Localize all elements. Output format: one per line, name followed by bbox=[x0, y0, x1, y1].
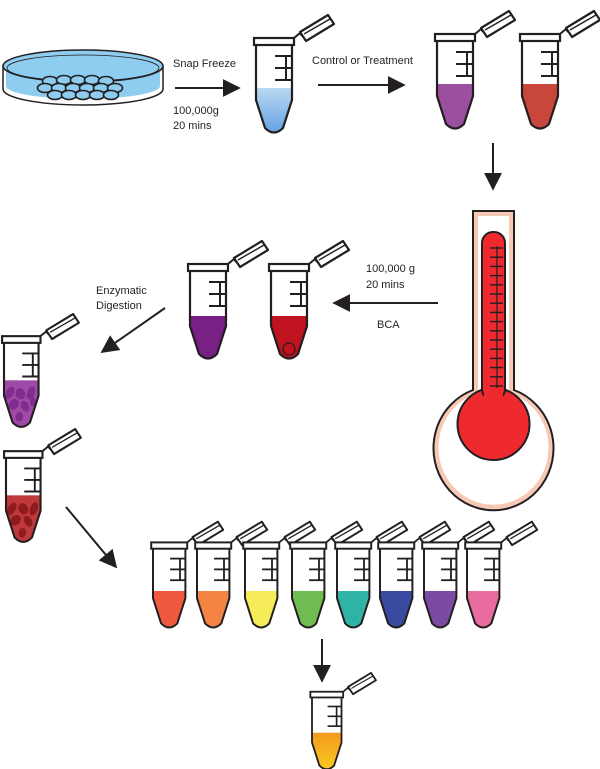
fraction-tube-6-body bbox=[379, 545, 414, 629]
fraction-tube-4-body bbox=[291, 545, 326, 629]
digest-purple-tube-fragment-0 bbox=[5, 386, 15, 399]
control-pellet-tube-body bbox=[188, 266, 228, 360]
control-pellet-tube-rim bbox=[186, 262, 230, 273]
digest-red-tube-fragment-1 bbox=[18, 503, 29, 515]
fraction-tube-3-body bbox=[244, 545, 279, 629]
final-pooled-tube bbox=[309, 671, 377, 769]
control-pellet-tube bbox=[186, 239, 270, 360]
fraction-tube-7-rim bbox=[421, 541, 460, 550]
fraction-tube-6 bbox=[377, 520, 452, 629]
fraction-tube-2-rim bbox=[194, 541, 233, 550]
fraction-tube-5 bbox=[334, 520, 409, 629]
digest-red-tube-fragment-2 bbox=[29, 502, 39, 516]
fraction-tube-1-liquid bbox=[153, 591, 186, 628]
digest-red-tube-body bbox=[4, 453, 42, 543]
digest-red-tube-fragment-0 bbox=[7, 502, 17, 515]
control-tube-liquid bbox=[437, 84, 473, 129]
snap-freeze-tube-liquid bbox=[256, 88, 292, 133]
fraction-tube-3-rim bbox=[242, 541, 281, 550]
fraction-tube-6-rim bbox=[377, 541, 416, 550]
fraction-tube-1-body bbox=[152, 545, 187, 629]
cell-11 bbox=[46, 89, 64, 101]
digest-red-tube-rim bbox=[3, 450, 44, 459]
control-tube bbox=[433, 9, 517, 130]
treatment-pellet-tube-rim bbox=[267, 262, 311, 273]
fraction-tube-2-liquid bbox=[197, 591, 230, 628]
fraction-tube-5-rim bbox=[334, 541, 373, 550]
digest-red-tube bbox=[3, 428, 82, 543]
fraction-tube-7-body bbox=[423, 545, 458, 629]
treatment-pellet-tube bbox=[267, 239, 351, 360]
thermometer-icon bbox=[432, 210, 555, 512]
cell-14 bbox=[88, 89, 106, 101]
fraction-tube-8-body bbox=[466, 545, 501, 629]
digest-purple-tube-body bbox=[2, 338, 40, 428]
digest-red-tube-fragment-5 bbox=[18, 527, 27, 538]
fraction-tube-4-rim bbox=[289, 541, 328, 550]
cell-13 bbox=[74, 89, 92, 101]
fraction-tube-8-liquid bbox=[467, 591, 500, 628]
label-enzymatic: Enzymatic bbox=[96, 285, 147, 297]
fraction-tube-2 bbox=[194, 520, 269, 629]
digest-purple-tube-rim bbox=[1, 335, 42, 344]
treatment-tube-rim bbox=[518, 32, 562, 43]
label-centrifuge-time-1: 20 mins bbox=[173, 120, 212, 132]
fraction-tube-4-liquid bbox=[292, 591, 325, 628]
label-digestion: Digestion bbox=[96, 300, 142, 312]
label-centrifuge-speed-2: 100,000 g bbox=[366, 263, 415, 275]
fraction-tube-7-liquid bbox=[424, 591, 457, 628]
fraction-tube-1-rim bbox=[150, 541, 189, 550]
label-control-or-treatment: Control or Treatment bbox=[312, 55, 413, 67]
snap-freeze-tube-body bbox=[254, 40, 294, 134]
treatment-pellet-tube-body bbox=[269, 266, 309, 360]
fraction-tube-5-liquid bbox=[337, 591, 370, 628]
fraction-tube-3-liquid bbox=[245, 591, 278, 628]
cell-12 bbox=[60, 89, 78, 101]
label-snap-freeze: Snap Freeze bbox=[173, 58, 236, 70]
snap-freeze-tube bbox=[252, 13, 336, 134]
digest-red-tube-fragment-4 bbox=[23, 515, 33, 527]
control-tube-rim bbox=[433, 32, 477, 43]
final-pooled-tube-body bbox=[311, 694, 343, 769]
digest-purple-tube-fragment-3 bbox=[8, 398, 19, 410]
arrow-pellet-to-digestion bbox=[100, 307, 166, 354]
control-tube-body bbox=[435, 36, 475, 130]
digest-purple-tube-fragment-1 bbox=[15, 388, 26, 400]
petri-dish-icon bbox=[2, 49, 164, 106]
arrow-digestion-to-fractions bbox=[65, 506, 118, 569]
label-centrifuge-time-2: 20 mins bbox=[366, 279, 405, 291]
treatment-pellet-tube-liquid bbox=[271, 316, 307, 359]
fraction-tube-6-liquid bbox=[380, 591, 413, 628]
treatment-tube-liquid bbox=[522, 84, 558, 129]
fraction-tube-8-rim bbox=[464, 541, 503, 550]
digest-purple-tube-fragment-2 bbox=[26, 386, 36, 400]
digest-purple-tube-fragment-6 bbox=[29, 396, 36, 407]
cell-15 bbox=[102, 89, 120, 101]
digest-purple-tube-fragment-4 bbox=[20, 400, 30, 412]
digest-purple-tube-fragment-5 bbox=[15, 412, 24, 422]
treatment-tube bbox=[518, 9, 600, 130]
label-bca: BCA bbox=[377, 319, 400, 331]
fraction-tube-2-body bbox=[196, 545, 231, 629]
final-pooled-tube-rim bbox=[309, 690, 345, 699]
digest-red-tube-fragment-3 bbox=[10, 514, 21, 526]
label-centrifuge-speed-1: 100,000g bbox=[173, 105, 219, 117]
digest-purple-tube bbox=[1, 313, 80, 428]
fraction-tube-5-body bbox=[336, 545, 371, 629]
treatment-tube-body bbox=[520, 36, 560, 130]
control-pellet-tube-liquid bbox=[190, 316, 226, 359]
treatment-pellet-tube-pellet bbox=[282, 342, 296, 356]
snap-freeze-tube-rim bbox=[252, 36, 296, 47]
